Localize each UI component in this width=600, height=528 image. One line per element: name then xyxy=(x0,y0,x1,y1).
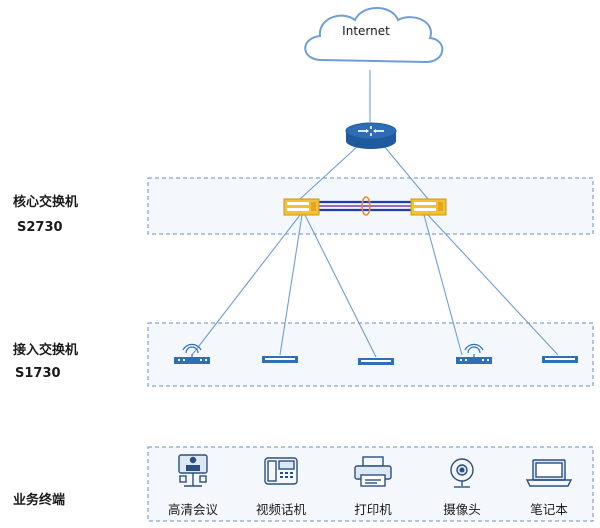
link-router-core-left xyxy=(299,145,359,200)
link-core-access-5 xyxy=(427,214,559,356)
stack-ring xyxy=(361,196,371,216)
internet-label: Internet xyxy=(342,24,390,38)
link-core-access-2 xyxy=(279,214,303,356)
video-conference-icon xyxy=(178,454,208,487)
access-zone xyxy=(147,322,594,387)
terminal-tier-title: 业务终端 xyxy=(13,493,66,508)
terminal-label-video-conference: 高清会议 xyxy=(167,502,219,517)
link-core-access-3 xyxy=(304,214,377,358)
terminal-label-laptop: 笔记本 xyxy=(530,502,568,517)
terminal-label-webcam: 摄像头 xyxy=(443,502,481,517)
access-switch-5 xyxy=(542,356,578,363)
wireless-icon xyxy=(464,343,484,357)
link-core-access-1 xyxy=(191,214,301,356)
network-links xyxy=(191,70,559,358)
link-router-core-right xyxy=(383,145,429,200)
link-core-access-4 xyxy=(423,214,463,356)
access-switch-1 xyxy=(174,343,210,364)
core-switch-model: S2730 xyxy=(17,220,63,235)
webcam-icon xyxy=(450,458,474,488)
access-switch-model: S1730 xyxy=(15,366,61,381)
terminal-label-video-phone: 视频话机 xyxy=(255,502,307,517)
router-icon xyxy=(345,122,397,149)
core-switch-tier-title: 核心交换机 xyxy=(13,195,79,210)
access-switch-4 xyxy=(456,343,492,364)
video-phone-icon xyxy=(264,457,298,485)
stack-link xyxy=(318,196,412,216)
laptop-icon xyxy=(525,459,573,487)
terminal-label-printer: 打印机 xyxy=(354,502,392,517)
printer-icon xyxy=(354,456,392,487)
access-switch-2 xyxy=(262,356,298,363)
core-switch-right xyxy=(410,198,447,216)
access-switch-3 xyxy=(358,358,394,365)
wireless-icon xyxy=(182,343,202,357)
access-switch-tier-title: 接入交换机 xyxy=(13,343,79,358)
cloud-icon xyxy=(304,7,444,64)
core-switch-left xyxy=(283,198,320,216)
